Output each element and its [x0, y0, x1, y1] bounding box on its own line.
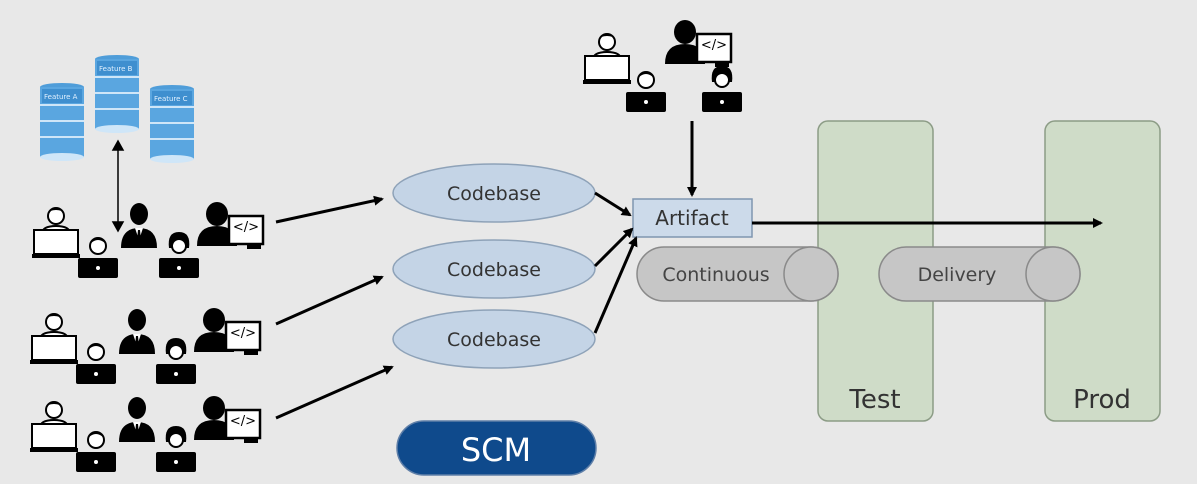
arrow-codebase3-artifact — [593, 236, 638, 334]
businessman-icon — [119, 309, 155, 354]
db-label-a3: Feature C — [154, 95, 188, 103]
person-laptop-icon — [31, 207, 81, 259]
database-stack-icon: Feature B — [94, 54, 140, 134]
prod-label: Prod — [1073, 385, 1131, 415]
delivery-label: Delivery — [918, 264, 997, 286]
codebase-label-1: Codebase — [447, 183, 541, 205]
arrow-team3-codebase3 — [275, 365, 394, 420]
person-laptop-icon — [155, 425, 197, 473]
db-label-a2: Feature B — [99, 65, 133, 73]
artifact-label: Artifact — [655, 206, 729, 230]
db-label-a1: Feature A — [44, 93, 78, 101]
person-laptop-icon — [75, 431, 117, 473]
person-laptop-icon — [701, 65, 743, 113]
arrow-codebase1-artifact — [594, 191, 632, 217]
person-laptop-icon — [582, 33, 632, 85]
test-label: Test — [848, 385, 900, 415]
developer-team-1: </> — [31, 200, 265, 279]
code-badge: </> — [701, 38, 727, 53]
arrow-team2-codebase2 — [275, 275, 384, 326]
codebase-2 — [392, 239, 596, 299]
scm-label: SCM — [461, 431, 531, 469]
continuous-label: Continuous — [662, 264, 769, 286]
arrow-codebase2-artifact — [593, 227, 634, 268]
developer-team-top: </> — [582, 18, 743, 113]
database-stack-icon: Feature A — [39, 82, 85, 162]
codebase-3 — [392, 309, 596, 369]
artifact-box — [632, 198, 753, 238]
codebase-label-2: Codebase — [447, 259, 541, 281]
person-laptop-icon — [158, 231, 200, 279]
arrow-team1-codebase1 — [275, 195, 384, 224]
continuous-pipe: Continuous — [636, 246, 839, 302]
businessman-icon — [121, 203, 157, 248]
person-laptop-icon — [29, 401, 79, 453]
person-laptop-icon — [29, 313, 79, 365]
code-badge: </> — [233, 220, 259, 235]
database-stack-icon: Feature C — [149, 84, 195, 164]
businessman-icon — [119, 397, 155, 442]
code-badge: </> — [230, 326, 256, 341]
scm-button — [396, 420, 597, 476]
db-team-link-arrow — [111, 139, 125, 233]
code-badge: </> — [230, 414, 256, 429]
person-laptop-icon — [625, 71, 667, 113]
codebase-label-3: Codebase — [447, 329, 541, 351]
person-laptop-icon — [75, 343, 117, 385]
developer-team-3: </> — [29, 394, 262, 473]
person-laptop-icon — [77, 237, 119, 279]
delivery-pipe: Delivery — [878, 246, 1081, 302]
person-laptop-icon — [155, 337, 197, 385]
developer-team-2: </> — [29, 306, 262, 385]
